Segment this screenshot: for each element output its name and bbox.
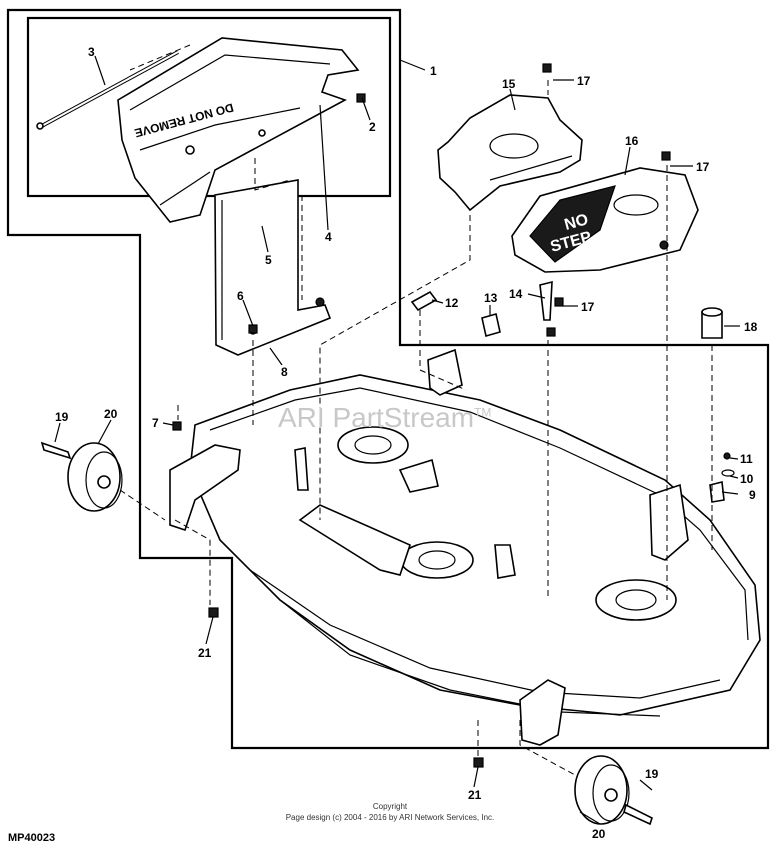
callout-1: 1: [430, 64, 437, 78]
deflector-plate: [214, 179, 332, 356]
figure-id: MP40023: [8, 832, 56, 844]
discharge-chute: DO NOT REMOVE: [117, 37, 360, 223]
callout-8: 8: [281, 365, 288, 379]
callout-17b: 17: [696, 160, 710, 174]
callout-17c: 17: [581, 300, 595, 314]
callout-7: 7: [152, 416, 159, 430]
callout-6: 6: [237, 289, 244, 303]
callout-12: 12: [445, 296, 459, 310]
chute-inset-box: [26, 16, 392, 198]
callout-18: 18: [744, 320, 758, 334]
hardware: [172, 63, 735, 768]
assembly-boundary: [6, 8, 770, 750]
callout-13: 13: [484, 291, 498, 305]
deck-brackets: [169, 348, 689, 746]
belt-shield-right: NO STEP: [511, 167, 699, 273]
callout-19b: 19: [645, 767, 659, 781]
copyright-notice: Page design (c) 2004 - 2016 by ARI Netwo…: [285, 813, 495, 822]
callout-17a: 17: [577, 74, 591, 88]
copyright-line: Copyright: [372, 802, 408, 811]
gauge-wheel-left: [40, 441, 123, 512]
pivot-rod: [36, 50, 179, 130]
gauge-wheel-right: [574, 755, 653, 826]
alignment-lines: [119, 44, 713, 776]
callout-14: 14: [509, 287, 523, 301]
callout-11: 11: [740, 452, 753, 466]
callout-2: 2: [369, 120, 376, 134]
callout-5: 5: [265, 253, 272, 267]
callout-4: 4: [325, 230, 332, 244]
callout-labels: 1 2 3 4 5 6 7 8 9 10 11 12 13 14 15 16 1…: [55, 45, 758, 841]
callout-15: 15: [502, 77, 516, 91]
callout-10: 10: [740, 472, 754, 486]
callout-20a: 20: [104, 407, 118, 421]
watermark-text: ARI PartStream: [278, 402, 475, 433]
watermark: ARI PartStreamTM: [278, 402, 491, 434]
belt-shield-left: [437, 94, 583, 212]
callout-3: 3: [88, 45, 95, 59]
trademark-mark: TM: [474, 405, 492, 420]
callout-21b: 21: [468, 788, 482, 802]
callout-9: 9: [749, 488, 756, 502]
callout-21a: 21: [198, 646, 212, 660]
shield-decal-no: NO: [563, 211, 591, 234]
spacer-bushing: [701, 307, 723, 339]
callout-16: 16: [625, 134, 639, 148]
callout-20b: 20: [592, 827, 606, 841]
leader-lines: [54, 55, 740, 825]
callout-19a: 19: [55, 410, 69, 424]
mower-deck: [189, 374, 761, 717]
